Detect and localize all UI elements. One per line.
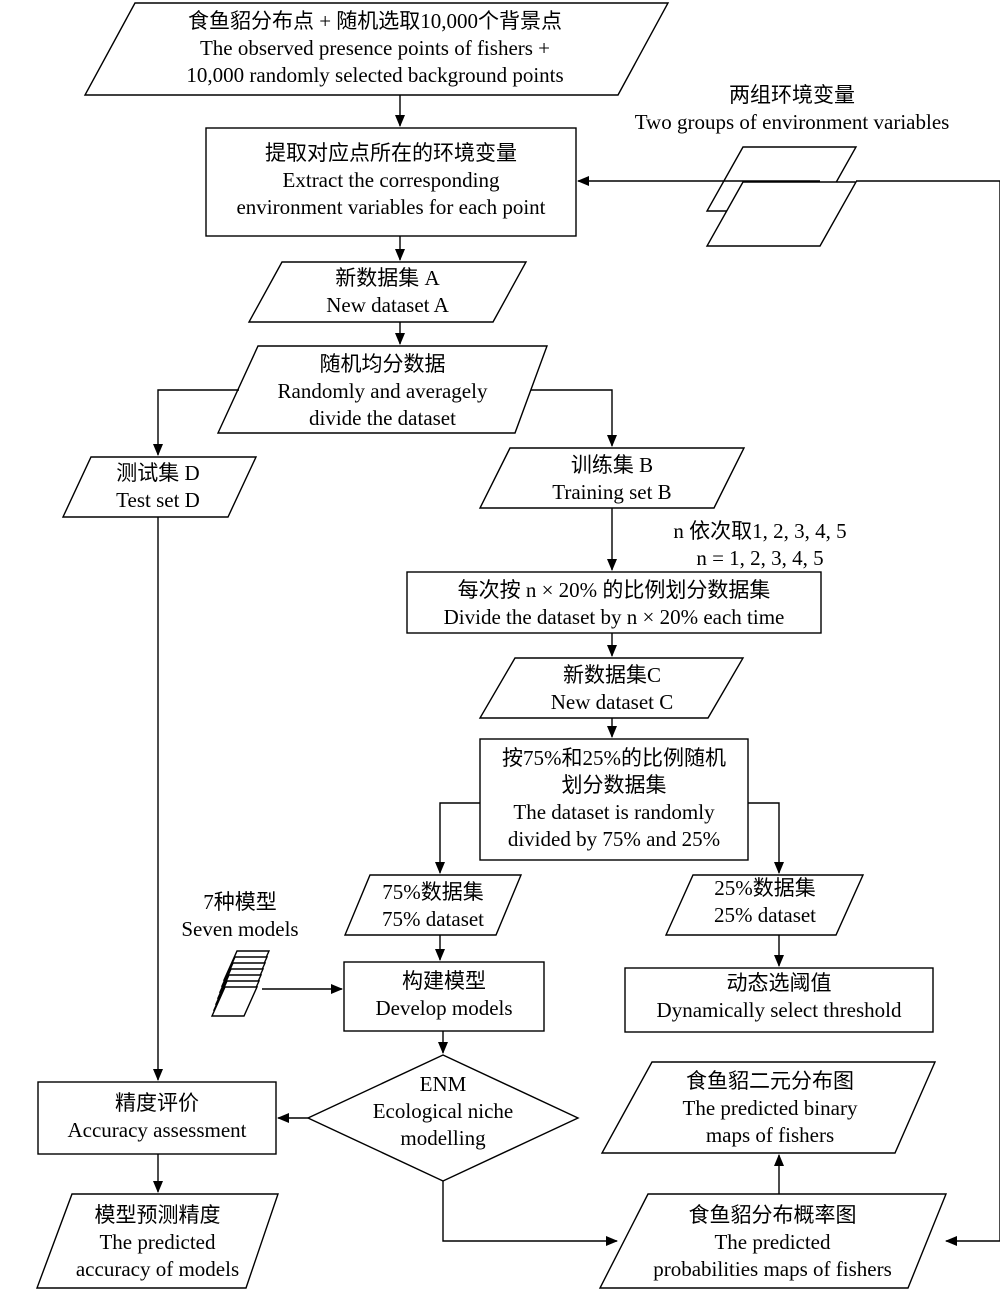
binary-label-zh: 食鱼貂二元分布图 (686, 1069, 854, 1093)
env-vars-label-zh: 两组环境变量 (729, 83, 855, 107)
develop-label-zh: 构建模型 (402, 969, 486, 993)
prob-maps-label: 食鱼貂分布概率图 The predicted probabilities map… (620, 1202, 925, 1283)
threshold-label-en: Dynamically select threshold (656, 998, 902, 1022)
env-vars-label: 两组环境变量 Two groups of environment variabl… (600, 82, 984, 136)
n-note-label: n 依次取1, 2, 3, 4, 5 n = 1, 2, 3, 4, 5 (640, 518, 880, 572)
prob-maps-label-en-line2: probabilities maps of fishers (653, 1257, 892, 1281)
ds75-label: 75%数据集 75% dataset (355, 879, 511, 933)
threshold-label-zh: 动态选阈值 (726, 971, 832, 995)
divide-n-label: 每次按 n × 20% 的比例划分数据集 Divide the dataset … (407, 577, 821, 631)
n-note-label-zh: n 依次取1, 2, 3, 4, 5 (673, 519, 847, 543)
split-label-zh-line1: 按75%和25%的比例随机 (502, 746, 726, 770)
edge-env-prob (856, 180, 1000, 1246)
predicted-acc-parallelogram (35, 1193, 279, 1289)
ds75-parallelogram (343, 874, 523, 936)
enm-label-line3: modelling (400, 1126, 486, 1150)
accuracy-box (37, 1081, 277, 1155)
extract-label-en-line1: Extract the corresponding (282, 168, 500, 192)
dataset-c-label-en: New dataset C (550, 690, 674, 714)
ds25-parallelogram (664, 874, 865, 936)
dataset-a-label-en: New dataset A (326, 293, 449, 317)
accuracy-label: 精度评价 Accuracy assessment (38, 1090, 276, 1144)
divide-n-box (406, 571, 822, 634)
dataset-a-label: 新数据集 A New dataset A (260, 265, 515, 319)
train-set-label: 训练集 B Training set B (492, 452, 732, 506)
test-set-label-zh: 测试集 D (116, 461, 200, 485)
input-parallelogram (83, 2, 670, 96)
dataset-c-parallelogram (478, 657, 745, 719)
dataset-c-label: 新数据集C New dataset C (492, 662, 732, 716)
edge-divide-test (153, 389, 239, 456)
divide-label-en-line2: divide the dataset (309, 406, 456, 430)
binary-label: 食鱼貂二元分布图 The predicted binary maps of fi… (640, 1068, 900, 1149)
train-set-parallelogram (478, 447, 746, 509)
seven-models-stack-icon (210, 950, 271, 1017)
input-label: 食鱼貂分布点 + 随机选取10,000个背景点 The observed pre… (95, 8, 655, 89)
models-note-label-zh: 7种模型 (203, 890, 277, 914)
extract-box (205, 127, 577, 237)
ds25-label: 25%数据集 25% dataset (680, 875, 850, 929)
env-vars-label-en: Two groups of environment variables (634, 110, 950, 134)
binary-label-en-line1: The predicted binary (682, 1096, 858, 1120)
test-set-label: 测试集 D Test set D (73, 460, 243, 514)
edge-split-ds75 (435, 802, 480, 874)
prob-maps-label-en-line1: The predicted (714, 1230, 831, 1254)
env-layer-bottom (705, 181, 858, 247)
train-set-label-zh: 训练集 B (570, 453, 654, 477)
divide-label: 随机均分数据 Randomly and averagely divide the… (230, 351, 535, 432)
split-label-en-line2: divided by 75% and 25% (507, 827, 721, 851)
threshold-box (624, 967, 934, 1033)
dataset-a-label-zh: 新数据集 A (335, 266, 440, 290)
edge-enm-prob (442, 1181, 618, 1246)
ds75-label-en: 75% dataset (381, 907, 485, 931)
divide-n-label-zh: 每次按 n × 20% 的比例划分数据集 (457, 578, 771, 602)
develop-label-en: Develop models (375, 996, 513, 1020)
input-label-zh: 食鱼貂分布点 + 随机选取10,000个背景点 (187, 9, 563, 33)
predicted-acc-label-en-line2: accuracy of models (75, 1257, 240, 1281)
split-label: 按75%和25%的比例随机 划分数据集 The dataset is rando… (480, 745, 748, 853)
train-set-label-en: Training set B (552, 480, 672, 504)
input-label-en-line2: 10,000 randomly selected background poin… (186, 63, 564, 87)
divide-parallelogram (216, 345, 549, 434)
edge-split-ds25 (748, 802, 784, 874)
dataset-a-parallelogram (247, 261, 528, 323)
ds25-label-zh: 25%数据集 (714, 876, 816, 900)
edge-divide-train (531, 389, 617, 447)
predicted-acc-label-zh: 模型预测精度 (94, 1203, 221, 1227)
dataset-c-label-zh: 新数据集C (562, 663, 661, 687)
threshold-label: 动态选阈值 Dynamically select threshold (625, 970, 933, 1024)
divide-label-en-line1: Randomly and averagely (277, 379, 488, 403)
prob-maps-parallelogram (598, 1193, 948, 1289)
accuracy-label-zh: 精度评价 (115, 1091, 199, 1115)
accuracy-label-en: Accuracy assessment (67, 1118, 247, 1142)
binary-label-en-line2: maps of fishers (705, 1123, 835, 1147)
models-note-label: 7种模型 Seven models (160, 889, 320, 943)
extract-label-en-line2: environment variables for each point (236, 195, 546, 219)
ds25-label-en: 25% dataset (713, 903, 817, 927)
develop-box (343, 961, 545, 1032)
ds75-label-zh: 75%数据集 (382, 880, 484, 904)
predicted-acc-label-en-line1: The predicted (99, 1230, 216, 1254)
split-label-en-line1: The dataset is randomly (513, 800, 715, 824)
test-set-parallelogram (61, 456, 258, 518)
predicted-acc-label: 模型预测精度 The predicted accuracy of models (55, 1202, 260, 1283)
split-box (479, 738, 749, 861)
divide-label-zh: 随机均分数据 (319, 352, 446, 376)
extract-label-zh: 提取对应点所在的环境变量 (265, 141, 517, 165)
enm-label-line1: ENM (419, 1072, 467, 1096)
binary-parallelogram (600, 1061, 937, 1154)
input-label-en-line1: The observed presence points of fishers … (199, 36, 551, 60)
extract-label: 提取对应点所在的环境变量 Extract the corresponding e… (206, 140, 576, 221)
test-set-label-en: Test set D (116, 488, 200, 512)
enm-label-line2: Ecological niche (372, 1099, 514, 1123)
divide-n-label-en: Divide the dataset by n × 20% each time (443, 605, 785, 629)
n-note-label-en: n = 1, 2, 3, 4, 5 (696, 546, 824, 570)
models-note-label-en: Seven models (181, 917, 299, 941)
enm-label: ENM Ecological niche modelling (343, 1071, 543, 1152)
prob-maps-label-zh: 食鱼貂分布概率图 (688, 1203, 857, 1227)
split-label-zh-line2: 划分数据集 (561, 773, 667, 797)
develop-label: 构建模型 Develop models (344, 968, 544, 1022)
